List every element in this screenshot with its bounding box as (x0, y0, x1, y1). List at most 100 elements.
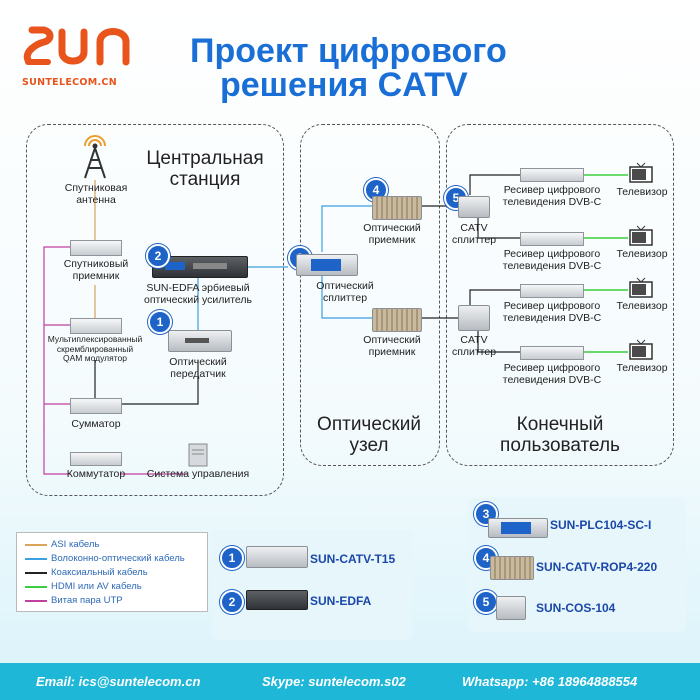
optical-receiver-2-label: Оптический приемник (350, 334, 434, 358)
catv-splitter-1-label-line-2: сплиттер (451, 234, 497, 246)
end-user-title-line-1: Конечный (516, 414, 604, 435)
footer-skype[interactable]: Skype: suntelecom.s02 (262, 674, 406, 689)
legend-label-fiber: Волоконно-оптический кабель (51, 553, 185, 564)
optical-receiver-1-label: Оптический приемник (350, 222, 434, 246)
qam-modulator-label-line-1: Мультиплексированный (47, 334, 143, 344)
optical-node-title-line-1: Оптический (317, 414, 421, 435)
tv-3-label: Телевизор (616, 300, 668, 312)
catv-splitter-1-device (458, 196, 490, 218)
qam-modulator-label-line-3: QAM модулятор (63, 353, 127, 363)
legend-swatch-utp (25, 599, 47, 602)
end-user-title: Конечный пользователь (470, 414, 650, 456)
optical-transmitter-label-line-1: Оптический (169, 356, 227, 368)
legend-swatch-fiber (25, 557, 47, 560)
optical-node-title: Оптический узел (302, 414, 436, 456)
footer-whatsapp[interactable]: Whatsapp: +86 18964888554 (462, 674, 638, 689)
legend-swatch-coax (25, 571, 47, 574)
satellite-receiver-label: Спутниковый приемник (50, 258, 142, 282)
legend-item-fiber: Волоконно-оптический кабель (25, 553, 185, 564)
end-user-panel (446, 124, 674, 466)
model-3-name: SUN-PLC104-SC-I (550, 518, 652, 532)
switch-device (70, 452, 122, 466)
badge-2: 2 (146, 244, 170, 268)
optical-transmitter-label: Оптический передатчик (150, 356, 246, 380)
qam-modulator-label: Мультиплексированный скремблированный QA… (30, 334, 160, 364)
catv-splitter-2-device (458, 305, 490, 331)
dvb-receiver-2-label: Ресивер цифрового телевидения DVB-C (500, 248, 604, 272)
tv-2-icon (629, 225, 653, 246)
contact-footer: Email: ics@suntelecom.cn Skype: suntelec… (0, 663, 700, 700)
optical-receiver-1-label-line-1: Оптический (363, 222, 421, 234)
catv-splitter-2-label-line-1: CATV (460, 334, 488, 346)
qam-modulator-device (70, 318, 122, 334)
model-5-device (496, 596, 526, 620)
management-system-label: Система управления (146, 468, 250, 480)
catv-splitter-2-label: CATV сплиттер (446, 334, 502, 358)
satellite-antenna-label: Спутниковая антенна (52, 182, 140, 206)
page-title: Проект цифрового решения CATV (190, 34, 610, 102)
dvb-receiver-2-label-line-1: Ресивер цифрового (503, 248, 601, 260)
satellite-antenna-label-line-2: антенна (76, 194, 116, 206)
qam-modulator-label-line-2: скремблированный (56, 343, 134, 354)
end-user-title-line-2: пользователь (500, 435, 620, 456)
model-3-device (488, 518, 548, 538)
switch-label: Коммутатор (66, 468, 126, 480)
model-4-device (490, 556, 534, 580)
optical-transmitter-device (168, 330, 232, 352)
tv-4-label: Телевизор (616, 362, 668, 374)
dvb-receiver-3-label-line-1: Ресивер цифрового (503, 300, 601, 312)
title-line-1: Проект цифрового (190, 32, 507, 70)
legend-label-asi: ASI кабель (51, 539, 100, 550)
models-panel-left (212, 530, 412, 640)
optical-splitter-label-line-1: Оптический (316, 280, 374, 292)
optical-receiver-2-label-line-1: Оптический (363, 334, 421, 346)
model-badge-1: 1 (220, 546, 244, 570)
dvb-receiver-3-label: Ресивер цифрового телевидения DVB-C (500, 300, 604, 324)
title-line-2: решения CATV (220, 66, 468, 104)
tv-1-icon (629, 162, 653, 183)
legend-item-hdmi: HDMI или AV кабель (25, 581, 142, 592)
footer-email[interactable]: Email: ics@suntelecom.cn (36, 674, 201, 689)
legend-label-hdmi: HDMI или AV кабель (51, 581, 142, 592)
model-badge-5: 5 (474, 590, 498, 614)
model-5-name: SUN-COS-104 (536, 601, 616, 615)
optical-receiver-2-device (372, 308, 422, 332)
edfa-label: SUN-EDFA эрбиевый оптический усилитель (128, 282, 268, 306)
tv-1-label: Телевизор (616, 186, 668, 198)
satellite-antenna-icon (84, 135, 106, 179)
legend-swatch-asi (25, 543, 47, 546)
logo: SUNTELECOM.CN (22, 22, 152, 92)
model-2-device (246, 590, 308, 610)
optical-node-panel (300, 124, 440, 466)
dvb-receiver-3-device (520, 284, 584, 298)
legend-item-asi: ASI кабель (25, 539, 99, 550)
dvb-receiver-4-device (520, 346, 584, 360)
catv-splitter-2-label-line-2: сплиттер (451, 346, 497, 358)
satellite-receiver-label-line-2: приемник (72, 270, 120, 282)
satellite-antenna-label-line-1: Спутниковая (64, 182, 128, 194)
edfa-device (152, 256, 248, 278)
model-1-name: SUN-CATV-T15 (310, 552, 396, 566)
optical-splitter-device (296, 254, 358, 276)
legend-label-coax: Коаксиальный кабель (51, 567, 148, 578)
dvb-receiver-3-label-line-2: телевидения DVB-C (502, 312, 602, 324)
optical-splitter-label: Оптический сплиттер (300, 280, 390, 304)
logo-url: SUNTELECOM.CN (22, 77, 117, 88)
dvb-receiver-4-label: Ресивер цифрового телевидения DVB-C (500, 362, 604, 386)
optical-splitter-label-line-2: сплиттер (322, 292, 368, 304)
satellite-receiver-device (70, 240, 122, 256)
optical-receiver-1-device (372, 196, 422, 220)
optical-receiver-1-label-line-2: приемник (368, 234, 416, 246)
tv-3-icon (629, 277, 653, 298)
dvb-receiver-1-label: Ресивер цифрового телевидения DVB-C (500, 184, 604, 208)
summator-device (70, 398, 122, 414)
legend-swatch-hdmi (25, 585, 47, 588)
tv-2-label: Телевизор (616, 248, 668, 260)
sun-logo-icon (23, 26, 130, 66)
satellite-receiver-label-line-1: Спутниковый (63, 258, 129, 270)
tv-4-icon (629, 339, 653, 360)
dvb-receiver-2-label-line-2: телевидения DVB-C (502, 260, 602, 272)
model-4-name: SUN-CATV-ROP4-220 (536, 560, 658, 574)
optical-receiver-2-label-line-2: приемник (368, 346, 416, 358)
legend-item-utp: Витая пара UTP (25, 595, 123, 606)
